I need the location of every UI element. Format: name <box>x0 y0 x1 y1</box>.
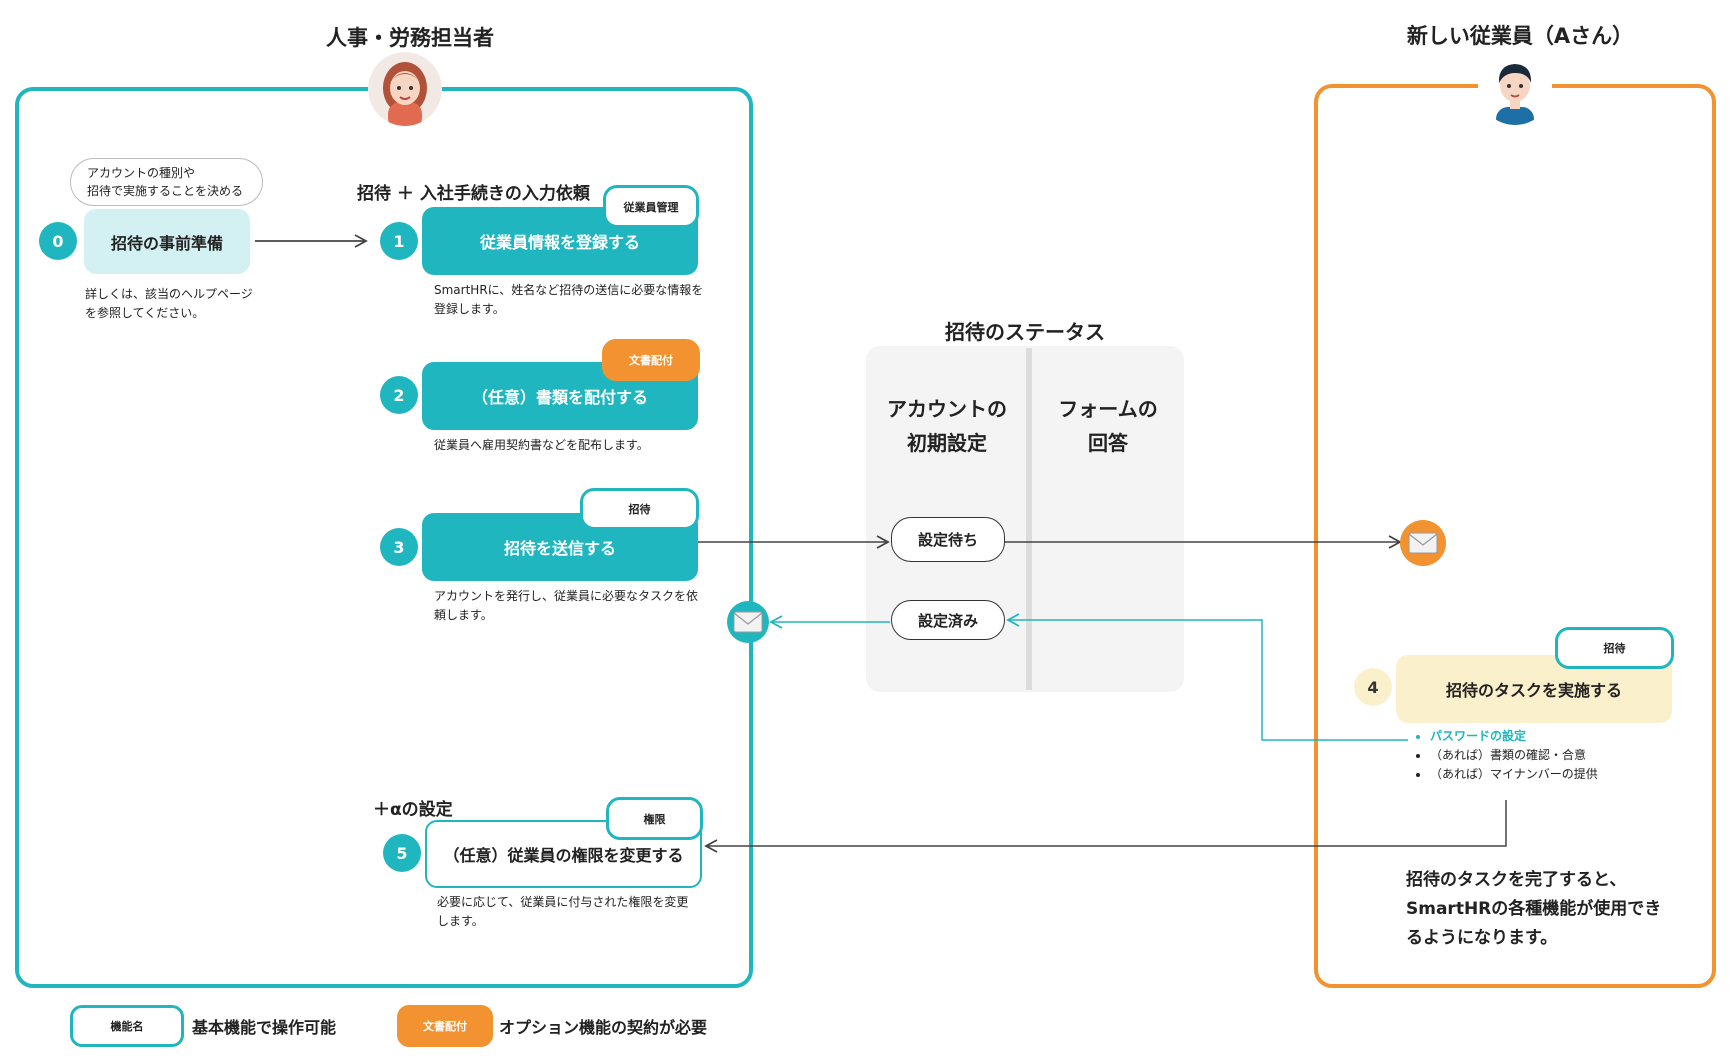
hr-title: 人事・労務担当者 <box>326 26 494 50</box>
prep-desc-line-1: 詳しくは、該当のヘルプページ <box>85 287 253 301</box>
status-col-form-line-1: フォームの <box>1058 397 1158 421</box>
task-item-documents: （あれば）書類の確認・合意 <box>1430 746 1598 765</box>
step-5-desc-line-1: 必要に応じて、従業員に付与された権限を変更 <box>437 895 689 909</box>
step-1-description: SmartHRに、姓名など招待の送信に必要な情報を 登録します。 <box>434 281 703 319</box>
legend-option-tag: 文書配付 <box>397 1005 493 1047</box>
step-2-tag: 文書配付 <box>602 339 700 381</box>
arrow-employee-to-step5 <box>704 800 1507 853</box>
step-5-description: 必要に応じて、従業員に付与された権限を変更 します。 <box>437 893 688 931</box>
status-col-form-line-2: 回答 <box>1088 431 1128 455</box>
status-pending-pill: 設定待ち <box>891 517 1005 562</box>
section-invite-title: 招待 ＋ 入社手続きの入力依頼 <box>357 184 590 204</box>
step-4-tag: 招待 <box>1555 627 1674 669</box>
employee-avatar <box>1478 51 1552 125</box>
status-done-pill: 設定済み <box>891 600 1005 640</box>
step-2-description: 従業員へ雇用契約書などを配布します。 <box>434 436 649 455</box>
section-extra-title: ＋αの設定 <box>373 800 453 820</box>
step-1-desc-line-1: SmartHRに、姓名など招待の送信に必要な情報を <box>434 283 704 297</box>
step-3-tag: 招待 <box>580 488 699 530</box>
legend-option-text: オプション機能の契約が必要 <box>499 1018 708 1037</box>
status-col-form: フォームの 回答 <box>1034 392 1182 460</box>
prep-description: 詳しくは、該当のヘルプページ を参照してください。 <box>85 285 253 323</box>
completion-text: 招待のタスクを完了すると、 SmartHRの各種機能が使用でき るようになります… <box>1406 866 1661 953</box>
hr-person-avatar <box>368 52 442 126</box>
step-5-tag: 権限 <box>606 797 703 840</box>
step-1-desc-line-2: 登録します。 <box>434 302 505 316</box>
step-3-desc-line-2: 頼します。 <box>434 608 493 622</box>
step-3-desc-line-1: アカウントを発行し、従業員に必要なタスクを依 <box>434 589 699 603</box>
hr-mail-icon <box>727 601 769 643</box>
prep-speech-bubble: アカウントの種別や 招待で実施することを決める <box>70 158 263 206</box>
step-2-number: 2 <box>380 376 418 414</box>
prep-desc-line-2: を参照してください。 <box>85 306 205 320</box>
completion-line-1: 招待のタスクを完了すると、 <box>1406 870 1627 890</box>
status-col-account-line-1: アカウントの <box>887 397 1007 421</box>
step-3-description: アカウントを発行し、従業員に必要なタスクを依 頼します。 <box>434 587 698 625</box>
status-divider <box>1026 348 1032 690</box>
bubble-line-1: アカウントの種別や <box>87 166 196 180</box>
completion-line-3: るようになります。 <box>1406 928 1558 948</box>
status-title: 招待のステータス <box>945 320 1105 344</box>
legend-basic-text: 基本機能で操作可能 <box>192 1018 337 1037</box>
prep-step-box[interactable]: 招待の事前準備 <box>84 209 250 274</box>
step-0-number: 0 <box>39 222 77 260</box>
status-col-account: アカウントの 初期設定 <box>870 392 1024 460</box>
step-1-tag: 従業員管理 <box>603 185 699 228</box>
employee-mail-icon <box>1400 520 1446 566</box>
task-list: パスワードの設定 （あれば）書類の確認・合意 （あれば）マイナンバーの提供 <box>1412 727 1598 784</box>
step-1-number: 1 <box>380 222 418 260</box>
legend-basic-tag: 機能名 <box>70 1005 184 1047</box>
step-4-number: 4 <box>1354 668 1392 706</box>
bubble-line-2: 招待で実施することを決める <box>87 184 244 198</box>
step-5-desc-line-2: します。 <box>437 914 484 928</box>
task-item-password: パスワードの設定 <box>1430 727 1598 746</box>
status-col-account-line-2: 初期設定 <box>907 431 987 455</box>
task-item-mynumber: （あれば）マイナンバーの提供 <box>1430 765 1598 784</box>
step-5-number: 5 <box>383 834 421 872</box>
completion-line-2: SmartHRの各種機能が使用でき <box>1406 899 1662 919</box>
step-3-number: 3 <box>380 528 418 566</box>
step-2-desc-line-1: 従業員へ雇用契約書などを配布します。 <box>434 438 649 452</box>
employee-title: 新しい従業員（Aさん） <box>1406 24 1634 48</box>
arrow-task-to-done <box>1006 613 1408 741</box>
